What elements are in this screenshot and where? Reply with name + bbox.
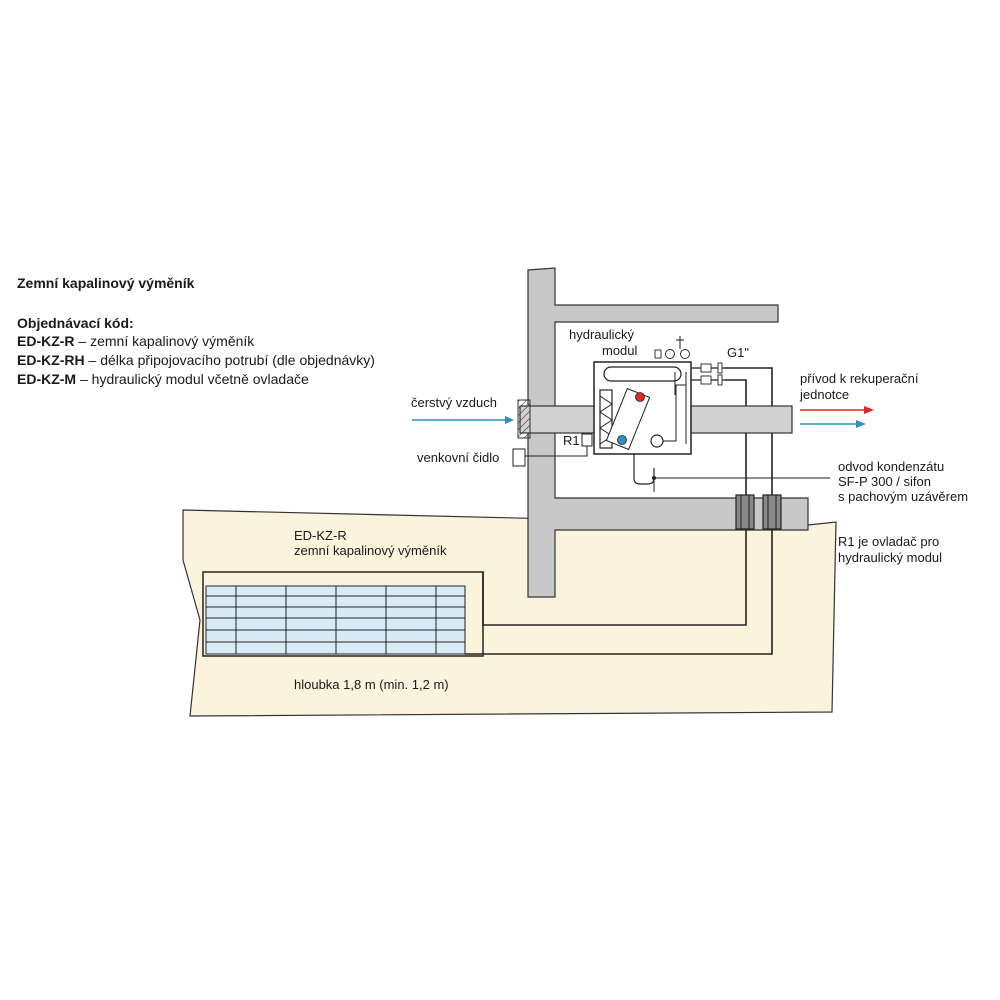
order-code: ED-KZ-M	[17, 371, 77, 387]
r1-label: R1	[563, 433, 580, 448]
order-code-desc: – zemní kapalinový výměník	[74, 333, 255, 349]
order-code-desc: – hydraulický modul včetně ovladače	[76, 371, 309, 387]
outdoor-sensor	[512, 448, 526, 467]
intake-grille	[517, 399, 531, 439]
order-code-row: ED-KZ-RH – délka připojovacího potrubí (…	[17, 352, 375, 369]
outdoor-sensor-label: venkovní čidlo	[417, 450, 500, 465]
hydraulic-module	[593, 336, 725, 492]
supply-label: přívod k rekuperační	[800, 371, 919, 386]
order-code: ED-KZ-RH	[17, 352, 85, 368]
order-code: ED-KZ-R	[17, 333, 75, 349]
r1-note-2: hydraulický modul	[838, 550, 943, 565]
order-code-row: ED-KZ-M – hydraulický modul včetně ovlad…	[17, 371, 309, 388]
order-heading: Objednávací kód:	[17, 315, 134, 331]
condensate-label-3: s pachovým uzávěrem	[838, 489, 969, 504]
exchanger-label: ED-KZ-R	[294, 528, 347, 543]
supply-label-2: jednotce	[800, 387, 850, 402]
hydraulic-module-label-2: modul	[602, 343, 638, 358]
order-code-desc: – délka připojovacího potrubí (dle objed…	[84, 352, 375, 368]
depth-label: hloubka 1,8 m (min. 1,2 m)	[294, 677, 449, 692]
ground-area	[182, 509, 837, 717]
fresh-air-label: čerstvý vzduch	[411, 395, 497, 410]
order-code-row: ED-KZ-R – zemní kapalinový výměník	[17, 333, 254, 350]
pipe-sleeves	[735, 494, 782, 530]
page-title: Zemní kapalinový výměník	[17, 275, 195, 291]
ground-exchanger-grid	[202, 571, 484, 657]
fresh-air-arrow	[412, 416, 514, 424]
supply-arrows	[800, 406, 874, 428]
condensate-label-2: SF-P 300 / sifon	[838, 474, 931, 489]
g1-label: G1"	[727, 345, 749, 360]
r1-controller	[581, 433, 593, 447]
condensate-label: odvod kondenzátu	[838, 459, 945, 474]
hydraulic-module-label: hydraulický	[569, 327, 635, 342]
r1-note: R1 je ovladač pro	[838, 534, 940, 549]
sensor-cable	[525, 446, 588, 457]
exchanger-label-2: zemní kapalinový výměník	[294, 543, 447, 558]
